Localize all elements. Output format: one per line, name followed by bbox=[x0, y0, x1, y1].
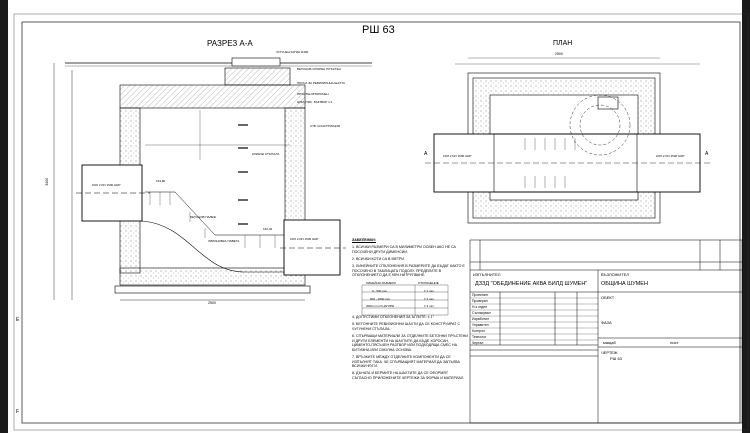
table-header: ОТКЛОНЕНИЕ bbox=[418, 280, 439, 285]
access-opening bbox=[569, 94, 631, 156]
outlet-pipe bbox=[283, 219, 341, 276]
note-item: 5. БЕТОННИТЕ РЕВИЗИОННИ ШАХТИ ДА СЕ КОНС… bbox=[352, 322, 461, 331]
plan-dimension: 2500 bbox=[555, 52, 563, 56]
note-item: 3. ЛИНЕЙНИТЕ ОТКЛОНЕНИЯ В РАЗМЕРИТЕ ДА Б… bbox=[352, 264, 465, 278]
cone-neck bbox=[224, 67, 291, 86]
object-label: ОБЕКТ bbox=[601, 295, 615, 300]
label-lining: ОБЛИЦОВКА ПАВЕТА bbox=[208, 239, 240, 243]
label-structure: СТБ. КОНСТРУКЦИЯ bbox=[310, 124, 340, 128]
label-wall: ПРЪСТЕН ВТОРИЧЕН bbox=[297, 92, 329, 96]
contractor-label: ИЗПЪЛНИТЕЛ bbox=[473, 272, 501, 277]
drawing-name: РШ 63 bbox=[610, 356, 622, 361]
role: Проектант bbox=[472, 293, 489, 297]
table-header: ЛИНЕЙНИ РАЗМЕРИ bbox=[366, 280, 396, 285]
step-rungs bbox=[238, 124, 248, 225]
sheet-frame bbox=[13, 13, 749, 431]
notes-title: ЗАБЕЛЕЖКИ: bbox=[352, 238, 376, 242]
scale-label: мащаб bbox=[603, 340, 616, 345]
table-cell: ± 2 mm bbox=[424, 296, 434, 301]
dimension-height: 3400 bbox=[45, 177, 50, 186]
screen-edge-right bbox=[742, 0, 750, 433]
sheet-label: лист bbox=[670, 340, 679, 345]
notes-block: ЗАБЕЛЕЖКИ: 1. ВСИЧКИ РАЗМЕРИ СА В МИЛИМЕ… bbox=[352, 238, 468, 383]
tolerance-table-lines bbox=[361, 284, 449, 316]
level-label: 162,40 bbox=[263, 227, 273, 231]
dimension-bottom: 2500 bbox=[208, 301, 216, 305]
label-ring: БЕТОНОВ ОПОРЕН ПРЪСТЕН bbox=[297, 67, 341, 71]
table-cell: ± 1 mm bbox=[424, 288, 434, 293]
role: Съгласувал bbox=[472, 311, 491, 315]
role: Управител bbox=[472, 323, 489, 327]
chute-curve bbox=[141, 220, 284, 273]
table-cell: ± 3 mm bbox=[424, 303, 434, 308]
grid-row-label: E bbox=[16, 317, 20, 323]
note-item: 2. ВСИЧКИ КОТИ СА В МЕТРИ. bbox=[352, 256, 406, 261]
plan-hatching bbox=[524, 138, 576, 188]
step-bracket bbox=[597, 96, 619, 110]
role: Проверил bbox=[472, 299, 488, 303]
title-block-lines bbox=[469, 239, 743, 424]
client-name: ОБЩИНА ШУМЕН bbox=[601, 281, 648, 287]
table-cell: 0 - 500 mm bbox=[372, 288, 388, 293]
note-item: 1. ВСИЧКИ РАЗМЕРИ СА В МИЛИМЕТРИ ОСВЕН А… bbox=[352, 245, 456, 254]
role: Изработил bbox=[472, 317, 489, 321]
drawing-label: ЧЕРТЕЖ bbox=[601, 350, 618, 355]
role: Н-к отдел bbox=[472, 305, 487, 309]
label-chute: БЕТОНОВ ПАЛЕЖ bbox=[190, 215, 217, 219]
label-pipe-in: КОЛ 2 DN 1500 GRP bbox=[92, 183, 121, 187]
plan-view bbox=[425, 57, 712, 224]
floor-slab bbox=[119, 267, 306, 286]
client-label: ВЪЗЛОЖИТЕЛ bbox=[601, 272, 629, 277]
base-plate bbox=[114, 285, 311, 294]
role-rows bbox=[470, 297, 598, 341]
tolerance-table: ЛИНЕЙНИ РАЗМЕРИ ОТКЛОНЕНИЕ 0 - 500 mm ± … bbox=[352, 281, 468, 313]
plan-pipe-in-label: КОЛ 2 DN 1500 GRP bbox=[443, 154, 472, 158]
role: Контрол bbox=[472, 329, 485, 333]
table-cell: 2000 mm И НАГОРЕ bbox=[366, 303, 395, 308]
section-marker-left: А bbox=[424, 151, 428, 157]
label-steps: КЛИНЧЕ СТЪПАЛА bbox=[252, 152, 280, 156]
label-mortar: ЦИМ. ПЯС. РАЗТВОР 1:1 bbox=[297, 100, 333, 104]
label-pipe-out: КОЛ 2 DN 1500 GRP bbox=[290, 237, 319, 241]
role: Чертал bbox=[472, 341, 484, 345]
plan-pipe-out-label: КОЛ 2 DN 1500 GRP bbox=[656, 154, 685, 158]
grid-row-label: F bbox=[16, 409, 20, 415]
chute-hatching bbox=[149, 192, 276, 248]
note-item: 8. ДЪНАТА И БЕРМИТЕ НА ШАХТИТЕ ДА СЕ ОФО… bbox=[352, 371, 465, 381]
note-item: 4. ДОПУСТИМИ ОТКЛОНЕНИЯ ЗА ЪГЛИТЕ: ± 1° bbox=[352, 315, 435, 320]
manhole-cover bbox=[231, 57, 281, 67]
screen-edge-left bbox=[0, 0, 8, 433]
label-cover: ЧУГУНЕН КАПАК D400 bbox=[276, 50, 309, 54]
section-title: РАЗРЕЗ А-А bbox=[207, 39, 253, 48]
sheet-title: РШ 63 bbox=[362, 24, 395, 36]
level-label: 163,80 bbox=[156, 179, 166, 183]
phase-label: ФАЗА bbox=[601, 320, 612, 325]
top-slab bbox=[119, 84, 306, 109]
label-slab: ПЛОЧА ЗА РЕВИЗИОННА ШАХТА bbox=[297, 81, 345, 85]
table-cell: 500 - 2000 mm bbox=[370, 296, 391, 301]
section-marker-right: А bbox=[705, 151, 709, 157]
note-item: 6. СПЪРВАЩИ МАТЕРИАЛИ ЗА ОТДЕЛНИТЕ БЕТОН… bbox=[352, 334, 468, 352]
contractor-name: ДЗЗД "ОБЕДИНЕНИЕ АКВА БИЛД ШУМЕН" bbox=[475, 281, 588, 287]
plan-title: ПЛАН bbox=[553, 40, 573, 47]
note-item: 7. ВРЪЗКИТЕ МЕЖДУ ОТДЕЛНИТЕ КОМПОНЕНТИ Д… bbox=[352, 355, 460, 369]
role: Технолог bbox=[472, 335, 487, 339]
section-view bbox=[53, 57, 372, 301]
